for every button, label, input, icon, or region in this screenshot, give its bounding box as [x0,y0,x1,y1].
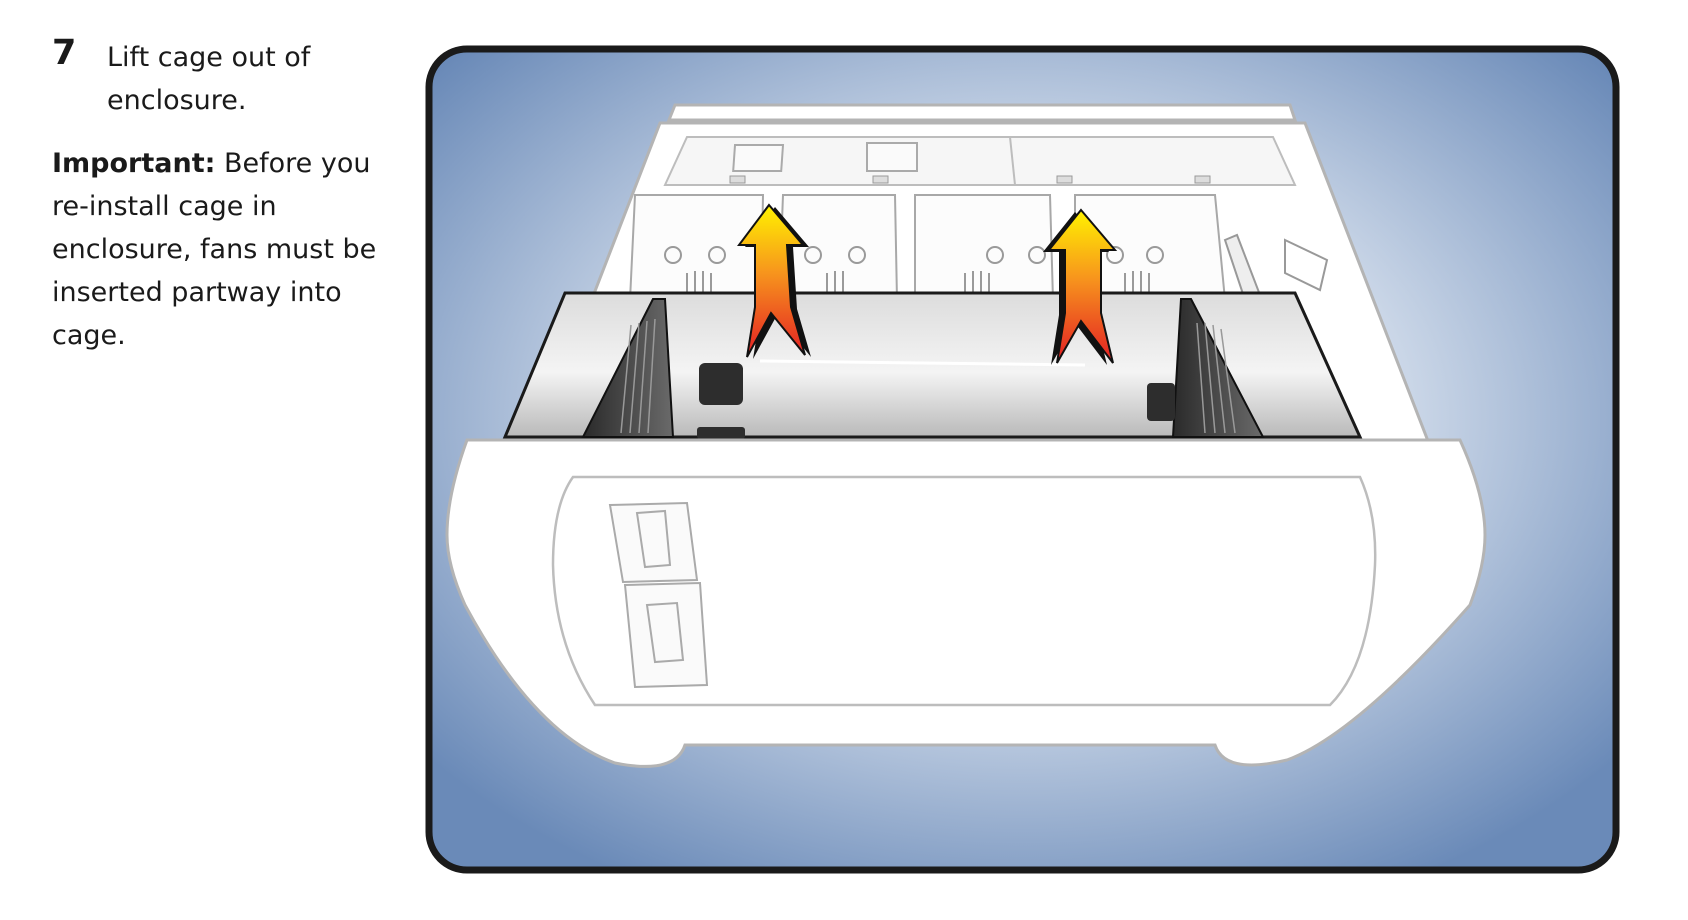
step-number: 7 [52,33,77,73]
step-instructions: 7 Lift cage out of enclosure. Important:… [52,30,392,357]
illustration-frame [425,45,1620,874]
frame-border [425,45,1620,874]
drive-bays [628,194,1227,301]
up-arrow-icon [737,203,811,359]
important-label: Important: [52,148,216,179]
step-instruction: Lift cage out of enclosure. [107,42,311,116]
up-arrow-icon [1043,208,1118,365]
important-note: Important: Before you re-install cage in… [52,142,392,357]
front-ports [608,501,709,689]
fan-cage [502,291,1363,439]
cage-removal-illustration [425,45,1620,874]
step-header: 7 Lift cage out of enclosure. [52,30,392,122]
enclosure-top [666,103,1298,122]
important-text: Before you re-install cage in enclosure,… [52,148,377,351]
